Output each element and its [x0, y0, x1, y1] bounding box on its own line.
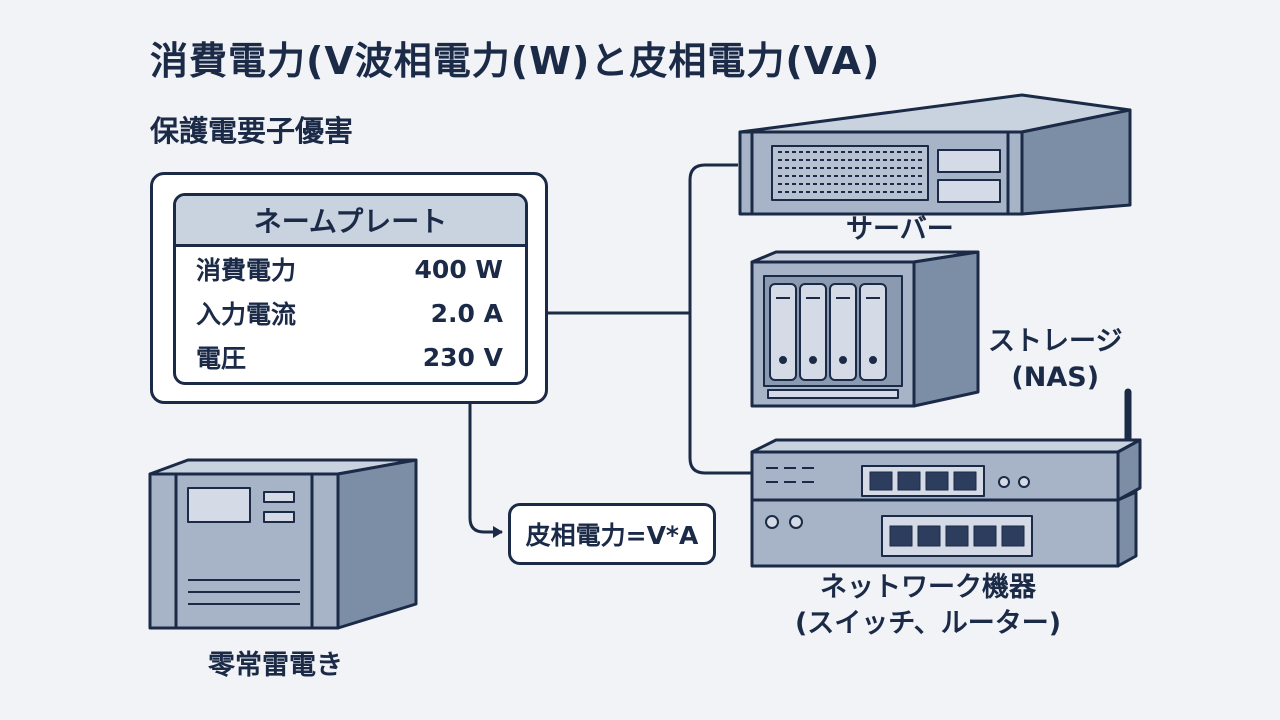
network-label-line2: (スイッチ、ルーター) [794, 608, 1062, 639]
nameplate: ネームプレート 消費電力 400 W 入力電流 2.0 A 電圧 230 V [173, 193, 528, 385]
spec-value: 230 V [422, 342, 503, 372]
ups-label: 零常雷電き [208, 650, 343, 681]
nameplate-header: ネームプレート [176, 196, 525, 247]
spec-row-current: 入力電流 2.0 A [176, 291, 525, 335]
bus-vertical-line [688, 163, 752, 475]
nas-icon [750, 250, 980, 408]
formula-arrow-line [468, 404, 503, 538]
storage-label-line2: (NAS) [1011, 362, 1100, 393]
network-label: ネットワーク機器 (スイッチ、ルーター) [760, 570, 1096, 642]
nas-drive-bays [769, 283, 887, 381]
ups-icon [148, 458, 418, 630]
spec-label: 入力電流 [196, 300, 297, 329]
server-icon [738, 93, 1132, 216]
network-equipment-icon [750, 388, 1142, 568]
spec-label: 電圧 [196, 344, 247, 373]
storage-label-line1: ストレージ [988, 326, 1123, 357]
spec-row-voltage: 電圧 230 V [176, 335, 525, 379]
spec-value: 2.0 A [430, 298, 503, 328]
spec-value: 400 W [414, 254, 503, 284]
network-label-line1: ネットワーク機器 [820, 572, 1036, 603]
server-vent-pattern [778, 151, 922, 193]
connector-lines [468, 163, 752, 538]
spec-label: 消費電力 [196, 256, 297, 285]
page-subtitle: 保護電要子優害 [150, 114, 354, 148]
spec-row-power: 消費電力 400 W [176, 247, 525, 291]
page-title: 消費電力(V波相電力(W)と皮相電力(VA) [150, 39, 881, 83]
apparent-power-formula: 皮相電力=V*A [508, 503, 716, 565]
storage-label: ストレージ (NAS) [988, 324, 1122, 396]
server-label: サーバー [846, 214, 954, 245]
